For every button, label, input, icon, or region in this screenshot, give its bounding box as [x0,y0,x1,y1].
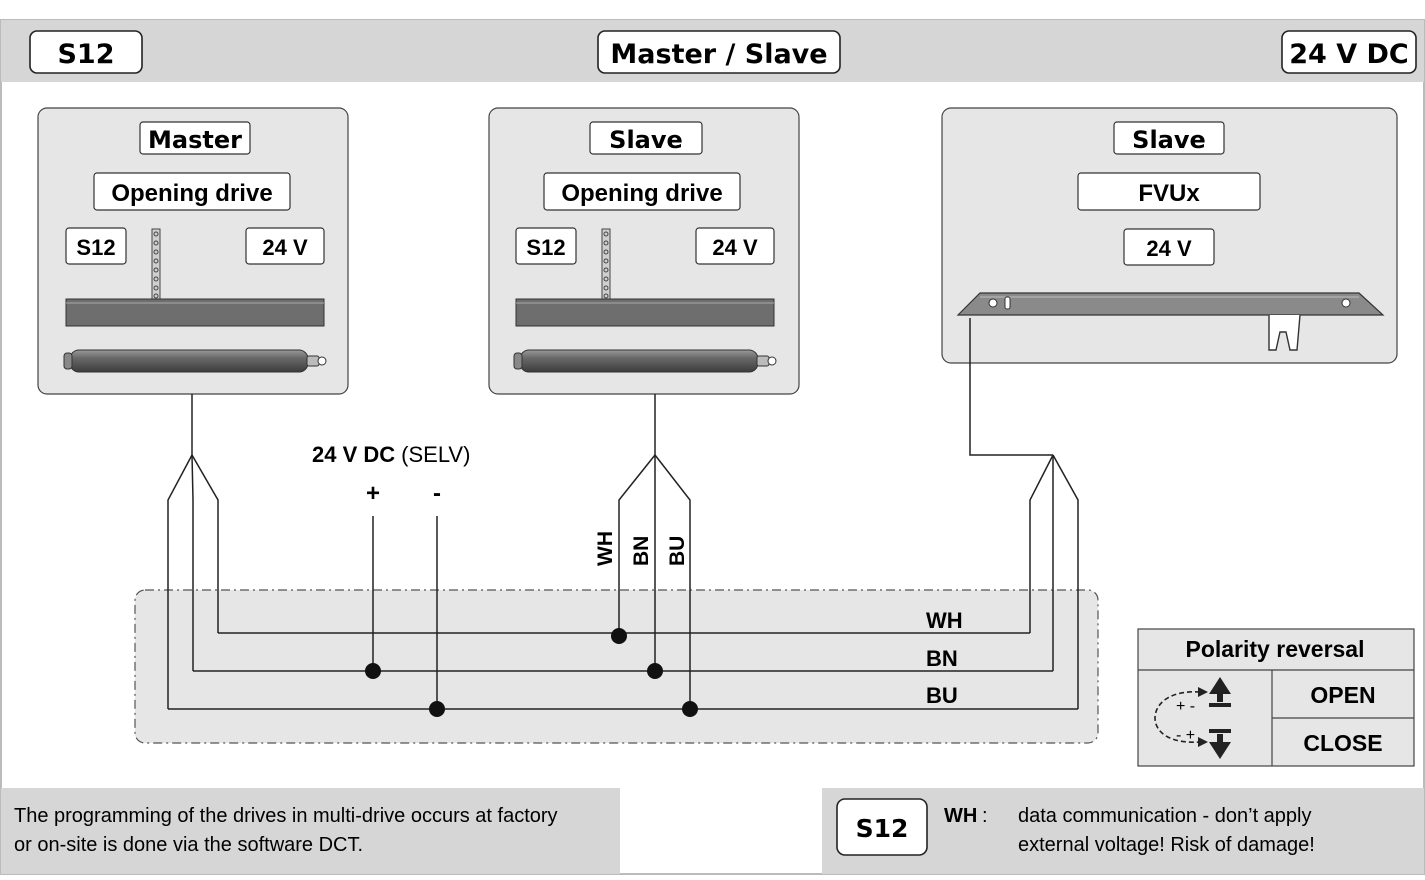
wire-tag-bu: BU [666,536,689,566]
unit-role-label: Slave [1132,126,1206,154]
master-wire-bu [167,454,193,709]
fvux-wire-bu [1052,454,1079,709]
header-title-text: Master / Slave [610,39,827,70]
unit-s12-label: S12 [76,235,115,260]
bus-label-bu: BU [926,683,958,708]
footer-right-line-1: data communication - don’t apply [1018,805,1312,827]
polarity-signs-bottom: - + [1176,727,1195,744]
master-wire-wh [191,454,219,633]
junction-dot [365,663,381,679]
wire-tag-bn: BN [630,536,653,566]
header-left-tag: S12 [29,30,143,74]
footer-left-line-2: or on-site is done via the software DCT. [14,834,363,856]
wire-tag-wh: WH [594,531,617,566]
arrow-up-icon [1209,677,1231,707]
chain-icon [601,228,611,300]
footer-left-line-1: The programming of the drives in multi-d… [14,805,558,827]
junctions [365,628,698,717]
header-right-tag: 24 V DC [1281,30,1417,74]
fvux-wire-wh [1029,454,1054,633]
supply-plus: + [366,480,380,507]
master-wire-bn [191,454,194,671]
polarity-signs-top: + - [1176,698,1195,715]
bus-label-bn: BN [926,646,958,671]
polarity-title: Polarity reversal [1185,636,1364,662]
junction-dot [429,701,445,717]
unit-voltage-label: 24 V [262,235,308,260]
fvux-bracket-icon [956,292,1385,351]
chain-icon [151,228,161,300]
drive-tube-icon [63,349,327,373]
unit-type-label: FVUx [1138,180,1200,207]
footer-right-line-2: external voltage! Risk of damage! [1018,834,1315,856]
footer-colon: : [982,805,988,827]
footer-note-left: The programming of the drives in multi-d… [1,788,620,874]
footer-note-right: S12 WH : data communication - don’t appl… [822,788,1424,874]
unit-voltage-label: 24 V [712,235,758,260]
supply-label-normal: (SELV) [401,442,470,467]
junction-dot [682,701,698,717]
unit-role-label: Slave [609,126,683,154]
unit-slave-opening-drive: Slave Opening drive S12 24 V [488,107,800,395]
header-title: Master / Slave [597,30,841,74]
unit-voltage-label: 24 V [1146,236,1192,261]
unit-type-label: Opening drive [111,180,272,207]
footer-s12-tag: S12 [856,814,909,843]
bus-area [134,589,1099,744]
polarity-open: OPEN [1310,682,1375,708]
unit-slave-fvux: Slave FVUx 24 V [941,107,1398,364]
unit-s12-label: S12 [526,235,565,260]
unit-master: Master Opening drive S12 24 V [37,107,349,395]
unit-type-label: Opening drive [561,180,722,207]
junction-dot [647,663,663,679]
supply-label: 24 V DC(SELV) [312,442,470,467]
polarity-table: Polarity reversal OPEN CLOSE + - - + [1137,628,1415,767]
bus-label-wh: WH [926,608,963,633]
supply-label-bold: 24 V DC [312,442,395,467]
slave-wire-bu [654,454,691,709]
polarity-close: CLOSE [1303,730,1382,756]
arrow-down-icon [1209,729,1231,759]
header-left-tag-text: S12 [57,39,114,70]
slave-wire-wh [618,454,656,633]
header-right-tag-text: 24 V DC [1289,39,1409,70]
drive-tube-icon [513,349,777,373]
unit-role-label: Master [148,126,242,154]
polarity-reverse-arrow-icon: + - - + [1154,687,1208,747]
footer-wh-key: WH [944,805,977,827]
supply-minus: - [433,480,441,507]
junction-dot [611,628,627,644]
